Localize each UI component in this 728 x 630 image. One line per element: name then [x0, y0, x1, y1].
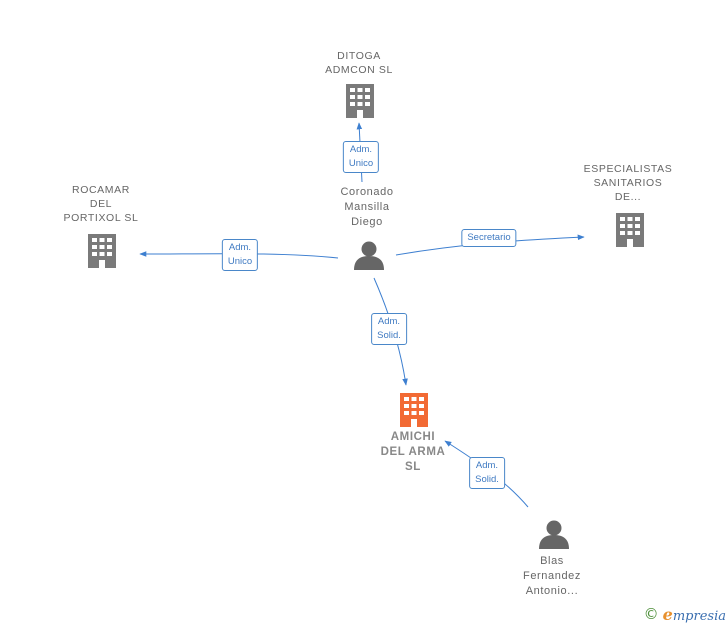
copyright-icon: ©: [643, 605, 659, 623]
node-label-ditoga[interactable]: DITOGA ADMCON SL: [325, 50, 393, 76]
node-label-amichi[interactable]: AMICHI DEL ARMA SL: [380, 431, 446, 473]
node-label-especialistas[interactable]: ESPECIALISTAS SANITARIOS DE...: [583, 163, 673, 203]
building-icon: [88, 234, 116, 268]
edge-label-to-ditoga: Adm. Unico: [342, 141, 380, 173]
edge-label-blas-to-amichi: Adm. Solid.: [469, 457, 505, 489]
node-label-blas[interactable]: Blas Fernandez Antonio...: [523, 555, 581, 597]
node-label-rocamar[interactable]: ROCAMAR DEL PORTIXOL SL: [63, 184, 139, 224]
building-icon: [346, 84, 374, 118]
brand-initial: e: [662, 604, 673, 624]
building-icon: [616, 213, 644, 247]
brand-footer: © empresia: [644, 604, 726, 624]
node-label-coronado[interactable]: Coronado Mansilla Diego: [340, 186, 394, 228]
edge-label-to-rocamar: Adm. Unico: [221, 239, 259, 271]
person-icon: [539, 520, 569, 549]
edge-label-to-especialistas: Secretario: [461, 229, 517, 247]
edge-label-to-amichi: Adm. Solid.: [371, 313, 407, 345]
building-icon: [400, 393, 428, 427]
brand-name: mpresia: [672, 608, 726, 624]
person-icon: [354, 241, 384, 270]
brand-logo: empresia: [663, 605, 726, 624]
